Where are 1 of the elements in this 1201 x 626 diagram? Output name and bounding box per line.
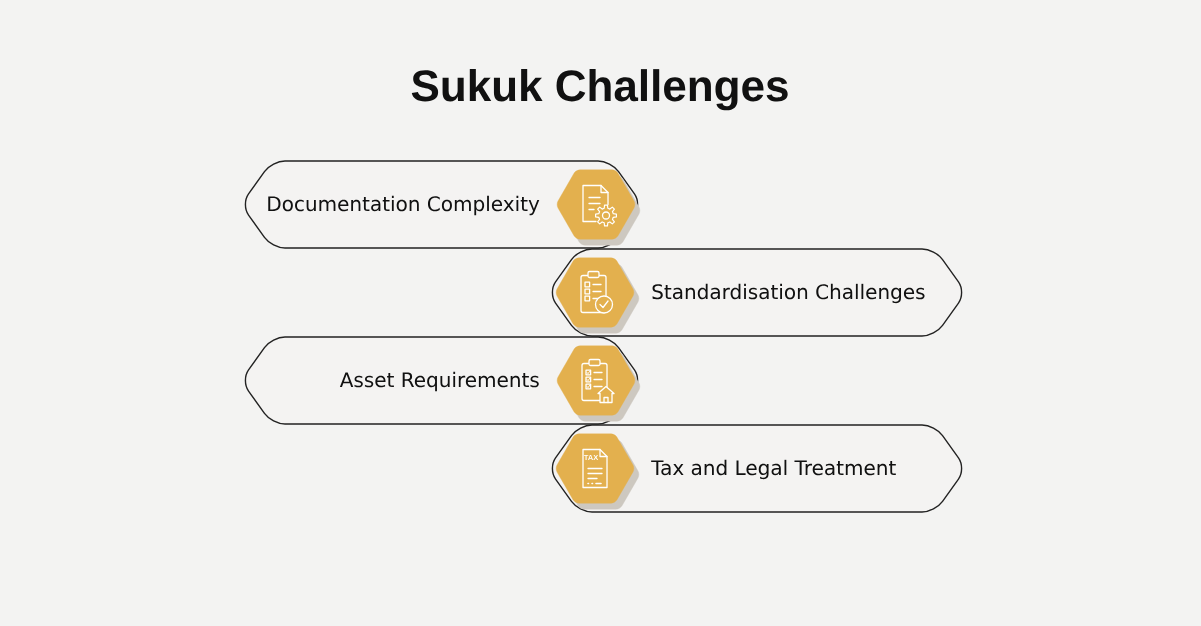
title: Sukuk Challenges — [411, 69, 788, 111]
